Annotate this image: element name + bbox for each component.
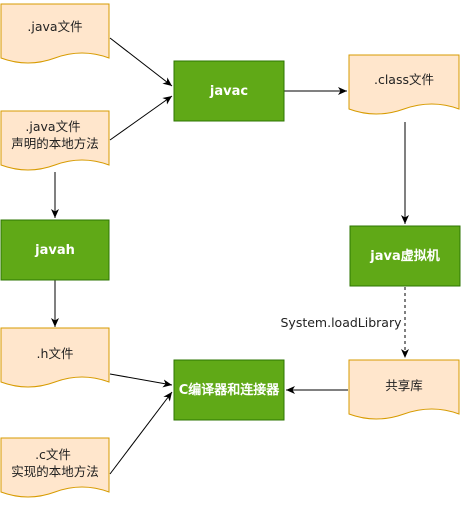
process-box bbox=[173, 60, 285, 122]
edge-label-background bbox=[278, 314, 404, 332]
javah-label: javah bbox=[34, 243, 75, 258]
document-shape bbox=[0, 3, 110, 64]
edge-cfile-to-compiler bbox=[109, 391, 173, 475]
process-box bbox=[173, 359, 285, 421]
class-file-label: .class文件 bbox=[374, 72, 434, 87]
edge-java-to-javac bbox=[109, 37, 173, 87]
document-node-c-file: .c文件 实现的本地方法 bbox=[0, 437, 110, 498]
document-node-java-file: .java文件 bbox=[0, 3, 110, 64]
jvm-label: java虚拟机 bbox=[369, 248, 439, 264]
h-file-label: .h文件 bbox=[37, 346, 74, 361]
document-shape bbox=[348, 54, 460, 115]
process-node-jvm: java虚拟机 bbox=[349, 225, 461, 287]
document-shape bbox=[0, 437, 110, 498]
shared-lib-label: 共享库 bbox=[385, 378, 423, 393]
c-file-label: .c文件 实现的本地方法 bbox=[11, 447, 99, 479]
process-node-javah: javah bbox=[0, 219, 110, 281]
document-node-class-file: .class文件 bbox=[348, 54, 460, 115]
document-node-native-decl: .java文件 声明的本地方法 bbox=[0, 110, 110, 171]
load-library-label: System.loadLibrary bbox=[280, 315, 402, 330]
process-node-javac: javac bbox=[173, 60, 285, 122]
c-compiler-label: C编译器和连接器 bbox=[179, 382, 281, 398]
process-box bbox=[0, 219, 110, 281]
document-node-h-file: .h文件 bbox=[0, 327, 110, 388]
java-file-label: .java文件 bbox=[27, 19, 82, 34]
document-shape bbox=[0, 327, 110, 388]
process-box bbox=[349, 225, 461, 287]
document-node-shared-lib: 共享库 bbox=[348, 359, 460, 420]
document-shape bbox=[0, 110, 110, 171]
document-shape bbox=[348, 359, 460, 420]
native-decl-label: .java文件 声明的本地方法 bbox=[11, 119, 99, 151]
edges bbox=[51, 37, 409, 475]
edge-native-to-javac bbox=[109, 95, 173, 141]
javac-label: javac bbox=[209, 84, 248, 99]
process-node-c-compiler: C编译器和连接器 bbox=[173, 359, 285, 421]
edge-hfile-to-compiler bbox=[109, 373, 173, 388]
